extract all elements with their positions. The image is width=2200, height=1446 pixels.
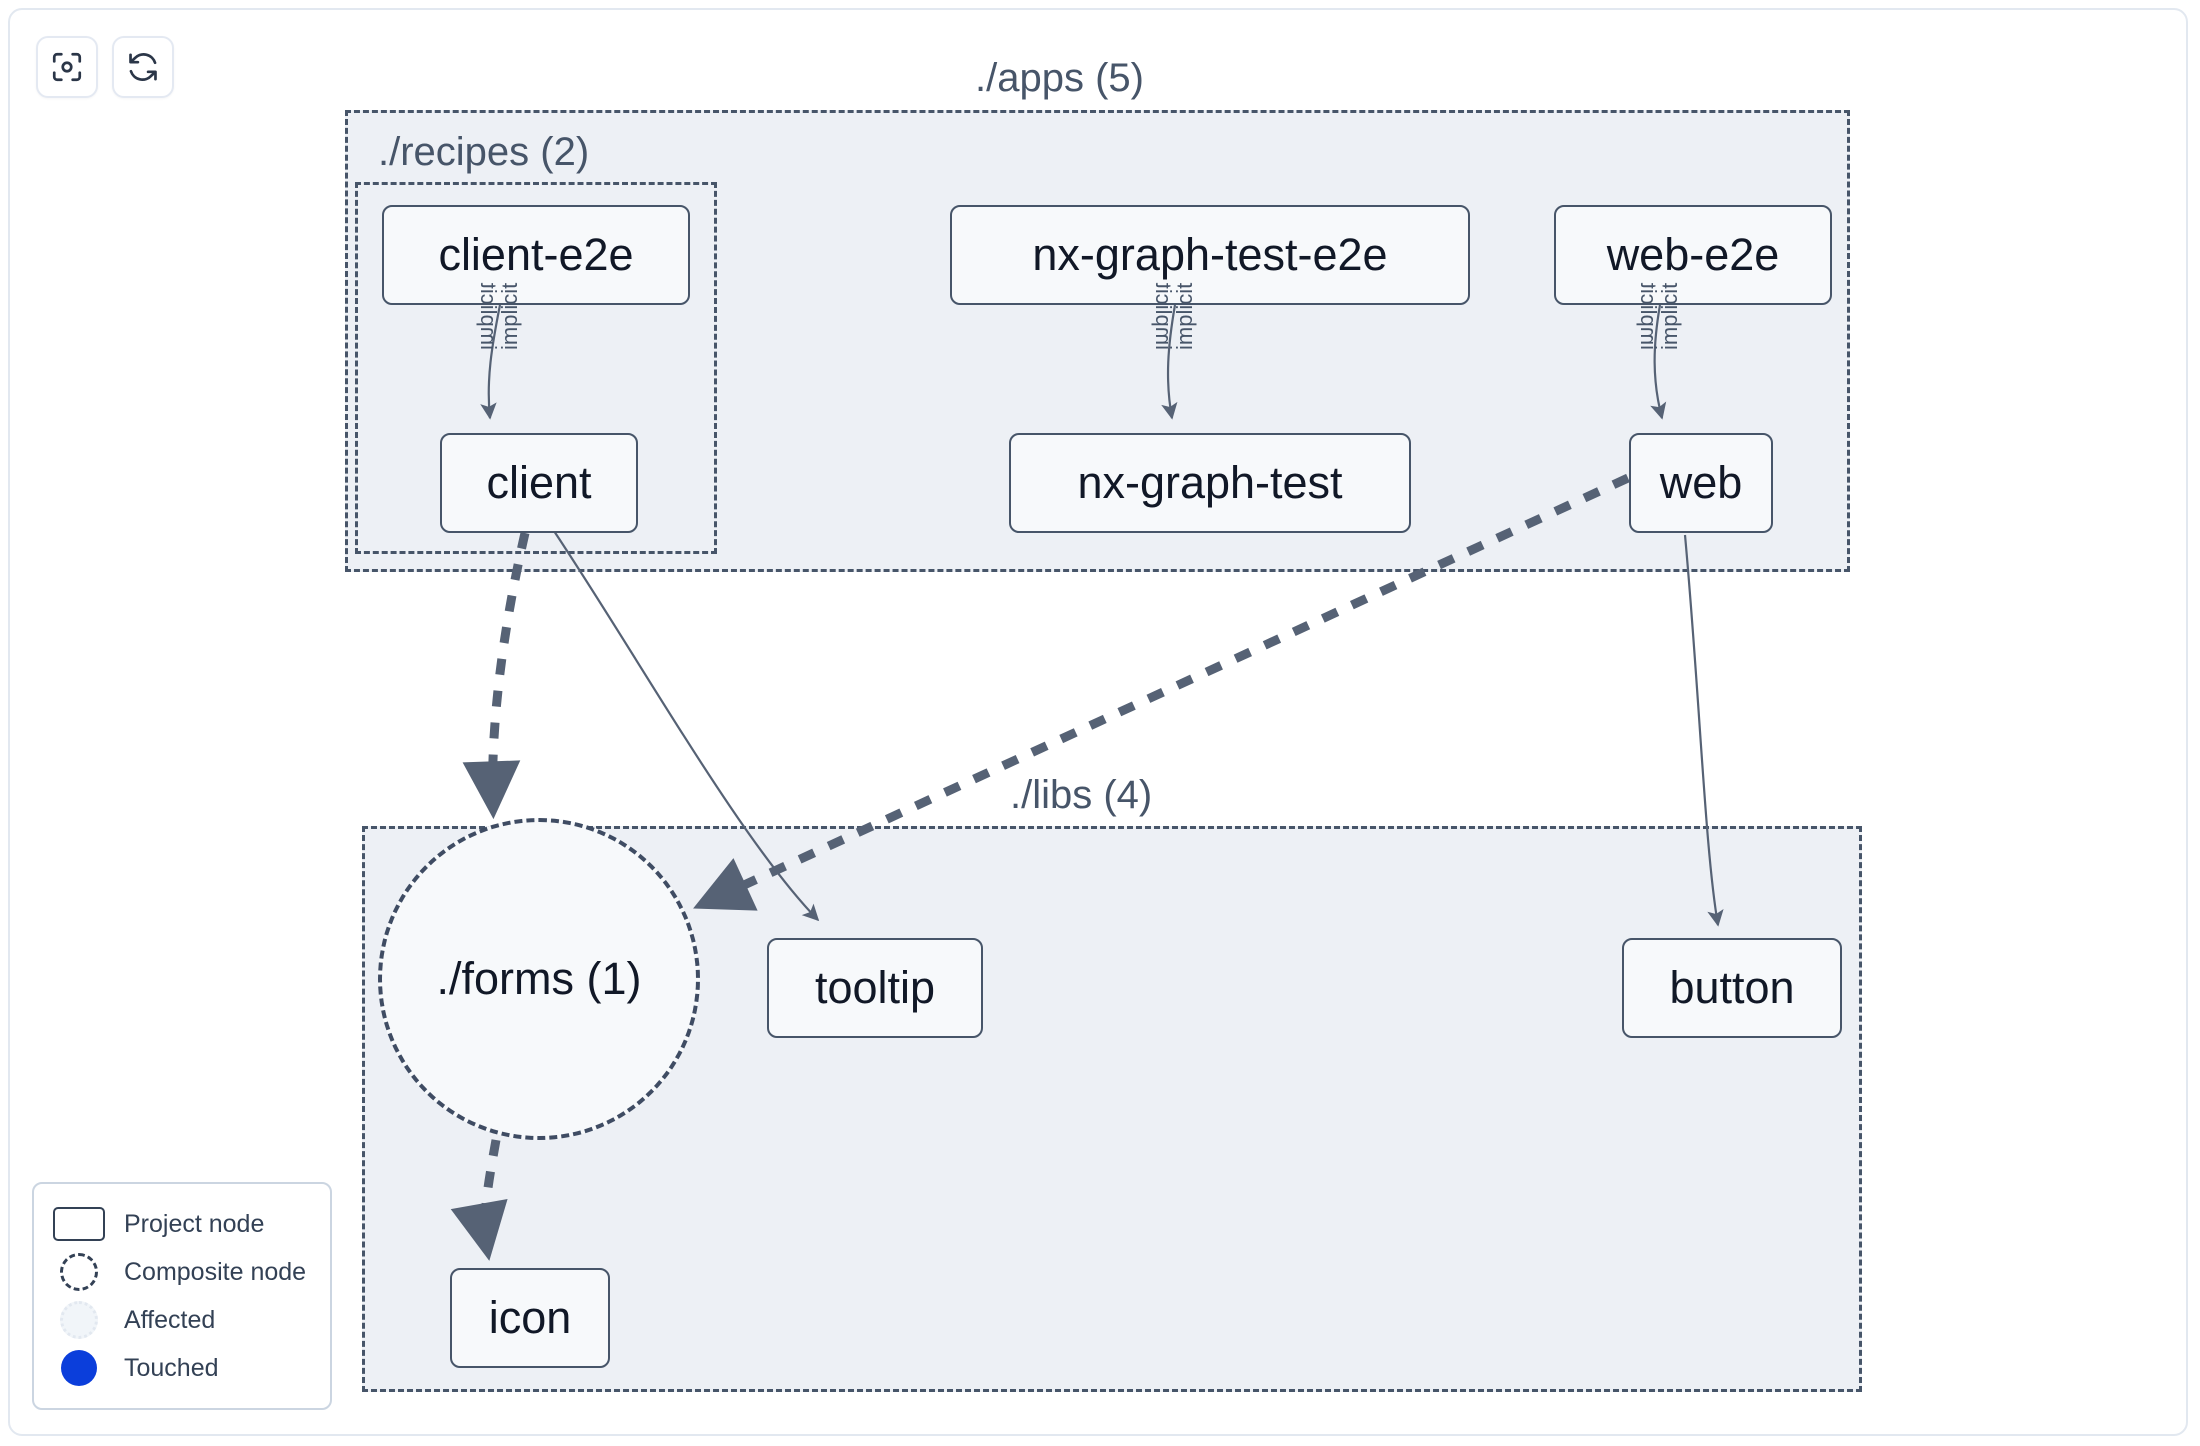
group-label-libs: ./libs (4) (1010, 773, 1153, 817)
node-web[interactable]: web (1629, 433, 1773, 533)
legend-label: Project node (124, 1209, 265, 1238)
legend-label: Touched (124, 1353, 219, 1382)
group-label-recipes: ./recipes (2) (378, 130, 590, 174)
legend-label: Affected (124, 1305, 216, 1334)
node-label: icon (488, 1292, 572, 1343)
legend-label: Composite node (124, 1257, 307, 1286)
legend-item-project-node: Project node (52, 1200, 312, 1248)
legend-item-affected: Affected (52, 1296, 312, 1344)
node-label: web (1659, 457, 1743, 508)
node-label: client (486, 457, 592, 508)
node-label: tooltip (814, 962, 936, 1013)
node-forms-composite[interactable]: ./forms (1) (378, 818, 700, 1140)
node-client[interactable]: client (440, 433, 638, 533)
node-client-e2e[interactable]: client-e2e (382, 205, 690, 305)
touched-icon (52, 1350, 106, 1386)
legend-item-touched: Touched (52, 1344, 312, 1392)
node-label: nx-graph-test (1077, 457, 1343, 508)
node-label: nx-graph-test-e2e (1032, 229, 1388, 280)
legend-item-composite-node: Composite node (52, 1248, 312, 1296)
node-tooltip[interactable]: tooltip (767, 938, 983, 1038)
node-label: button (1669, 962, 1795, 1013)
focus-target-icon (50, 50, 84, 84)
project-node-icon (52, 1207, 106, 1241)
graph-toolbar (36, 36, 174, 98)
node-nx-graph-test[interactable]: nx-graph-test (1009, 433, 1411, 533)
node-label: web-e2e (1606, 229, 1780, 280)
group-label-apps: ./apps (5) (975, 56, 1144, 100)
node-button[interactable]: button (1622, 938, 1842, 1038)
node-label: ./forms (1) (436, 953, 642, 1004)
refresh-icon (126, 50, 160, 84)
focus-graph-button[interactable] (36, 36, 98, 98)
node-nx-graph-test-e2e[interactable]: nx-graph-test-e2e (950, 205, 1470, 305)
node-label: client-e2e (438, 229, 634, 280)
node-web-e2e[interactable]: web-e2e (1554, 205, 1832, 305)
graph-legend: Project node Composite node Affected Tou… (32, 1182, 332, 1410)
refresh-graph-button[interactable] (112, 36, 174, 98)
affected-icon (52, 1301, 106, 1339)
node-icon[interactable]: icon (450, 1268, 610, 1368)
composite-node-icon (52, 1253, 106, 1291)
